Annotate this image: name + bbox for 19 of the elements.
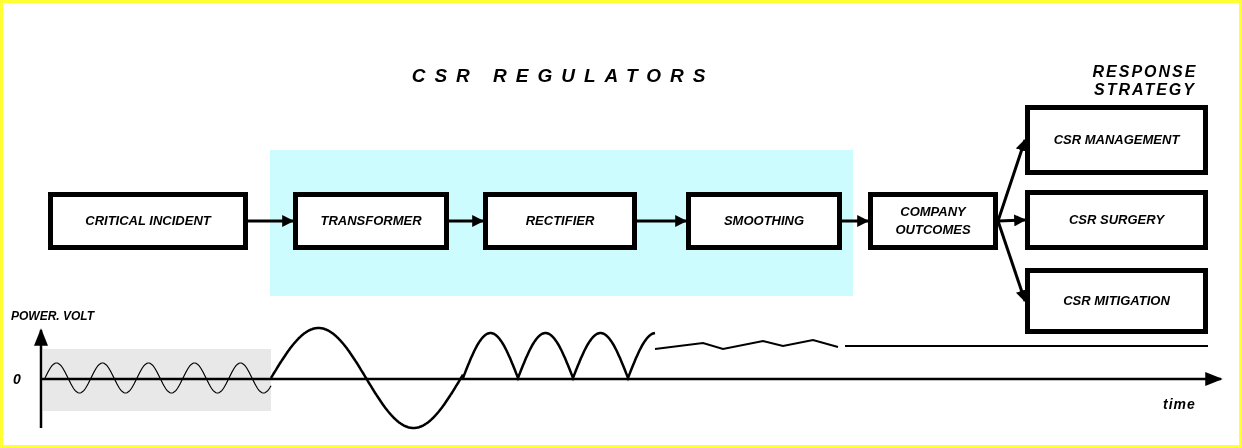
axis-label: time xyxy=(1163,396,1197,412)
process-box: TRANSFORMER xyxy=(293,192,449,250)
arrow xyxy=(997,214,1027,227)
process-box: COMPANY OUTCOMES xyxy=(868,192,998,250)
process-box: CSR MANAGEMENT xyxy=(1025,105,1208,175)
column-heading: RESPONSE STRATEGY xyxy=(1091,63,1199,99)
process-box: CRITICAL INCIDENT xyxy=(48,192,248,250)
axis-label: POWER. VOLT xyxy=(11,309,96,323)
arrow xyxy=(248,215,295,227)
diagram-title: CSR REGULATORS xyxy=(410,65,716,87)
arrow xyxy=(637,215,688,227)
axis-label: 0 xyxy=(13,371,22,387)
process-box: CSR SURGERY xyxy=(1025,190,1208,250)
arrow xyxy=(842,215,870,227)
process-box: RECTIFIER xyxy=(483,192,637,250)
shaded-band xyxy=(270,150,853,296)
process-box: CSR MITIGATION xyxy=(1025,268,1208,334)
process-box: SMOOTHING xyxy=(686,192,842,250)
arrow xyxy=(449,215,485,227)
